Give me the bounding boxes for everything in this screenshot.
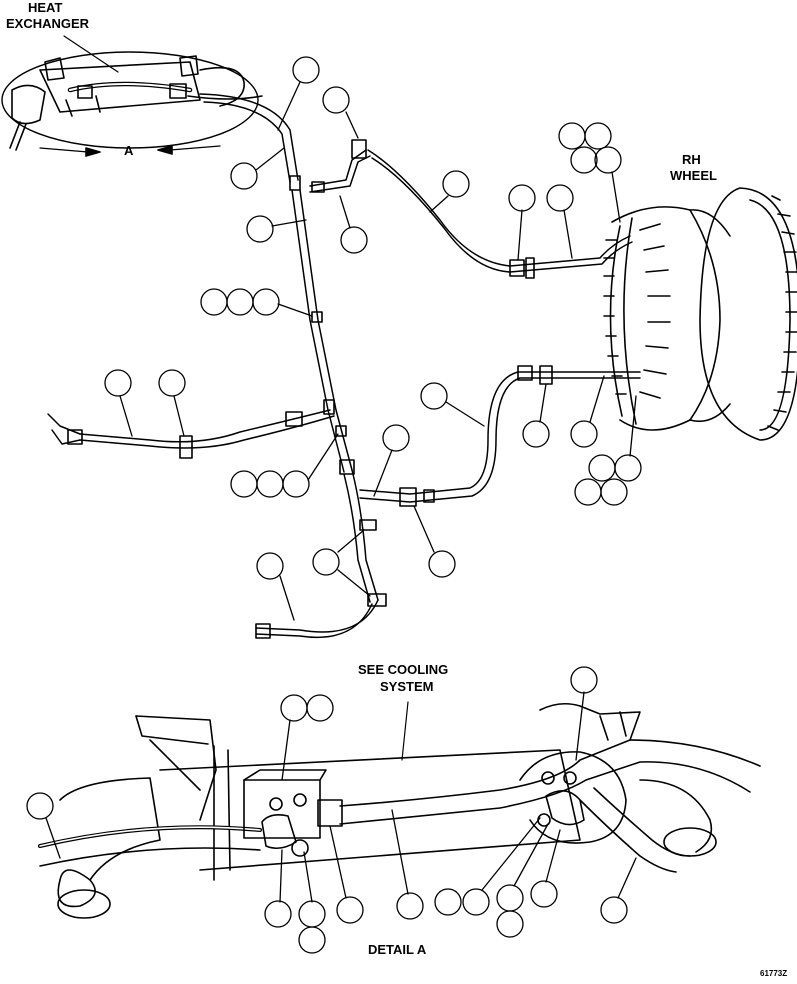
rh-wheel-label-line1: RH — [682, 152, 701, 167]
view-a-label: A — [124, 143, 134, 158]
heat-exchanger-assembly — [1, 51, 263, 151]
heat-exchanger-label-line1: HEAT — [28, 0, 63, 15]
detail-a-label: DETAIL A — [368, 942, 427, 957]
hose-runs — [47, 93, 641, 639]
clamps-and-fittings — [67, 139, 553, 639]
heat-exchanger-label-line2: EXCHANGER — [6, 16, 90, 31]
rh-wheel-label-line2: WHEEL — [670, 168, 717, 183]
see-cooling-label-line2: SYSTEM — [380, 679, 434, 694]
detail-a-assembly — [38, 702, 761, 919]
figure-number: 61773Z — [760, 969, 788, 978]
rh-wheel-assembly — [603, 187, 797, 441]
see-cooling-label-line1: SEE COOLING — [358, 662, 449, 677]
callout-balloons — [26, 56, 642, 954]
